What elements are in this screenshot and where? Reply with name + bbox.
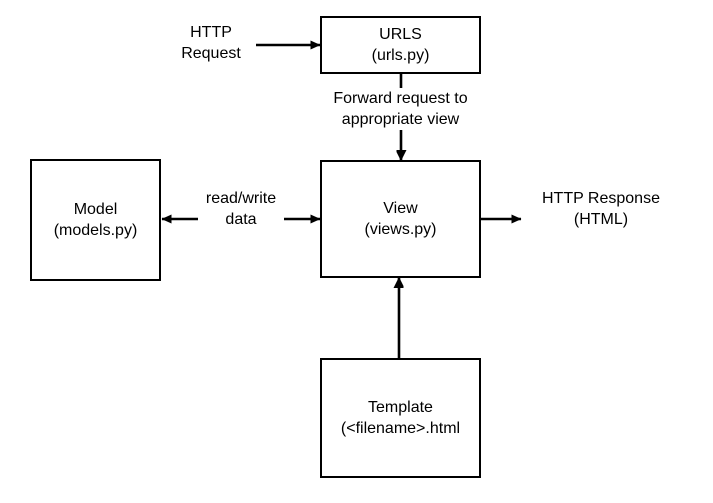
- label-read-write-data: read/write data: [198, 188, 284, 230]
- node-model[interactable]: Model (models.py): [30, 159, 161, 281]
- node-template[interactable]: Template (<filename>.html: [320, 358, 481, 478]
- node-view-line2: (views.py): [364, 221, 437, 238]
- label-http-request: HTTP Request: [161, 22, 261, 64]
- node-template-line1: Template: [368, 399, 433, 416]
- label-http-request-line2: Request: [181, 45, 241, 62]
- label-forward-request-line2: appropriate view: [341, 111, 460, 128]
- node-urls[interactable]: URLS (urls.py): [320, 16, 481, 74]
- label-read-write-data-line2: data: [225, 211, 257, 228]
- label-http-response: HTTP Response (HTML): [521, 188, 681, 230]
- node-urls-line1: URLS: [379, 26, 422, 43]
- label-http-request-line1: HTTP: [190, 24, 232, 41]
- node-model-line1: Model: [73, 201, 118, 218]
- node-urls-line2: (urls.py): [371, 47, 430, 64]
- node-template-line2: (<filename>.html: [340, 420, 461, 437]
- node-model-line2: (models.py): [53, 222, 138, 239]
- label-http-response-line1: HTTP Response: [542, 190, 660, 207]
- label-forward-request: Forward request to appropriate view: [313, 88, 488, 130]
- label-forward-request-line1: Forward request to: [333, 90, 468, 107]
- node-view[interactable]: View (views.py): [320, 160, 481, 278]
- label-read-write-data-line1: read/write: [205, 190, 277, 207]
- node-view-line1: View: [383, 200, 418, 217]
- label-http-response-line2: (HTML): [573, 211, 629, 228]
